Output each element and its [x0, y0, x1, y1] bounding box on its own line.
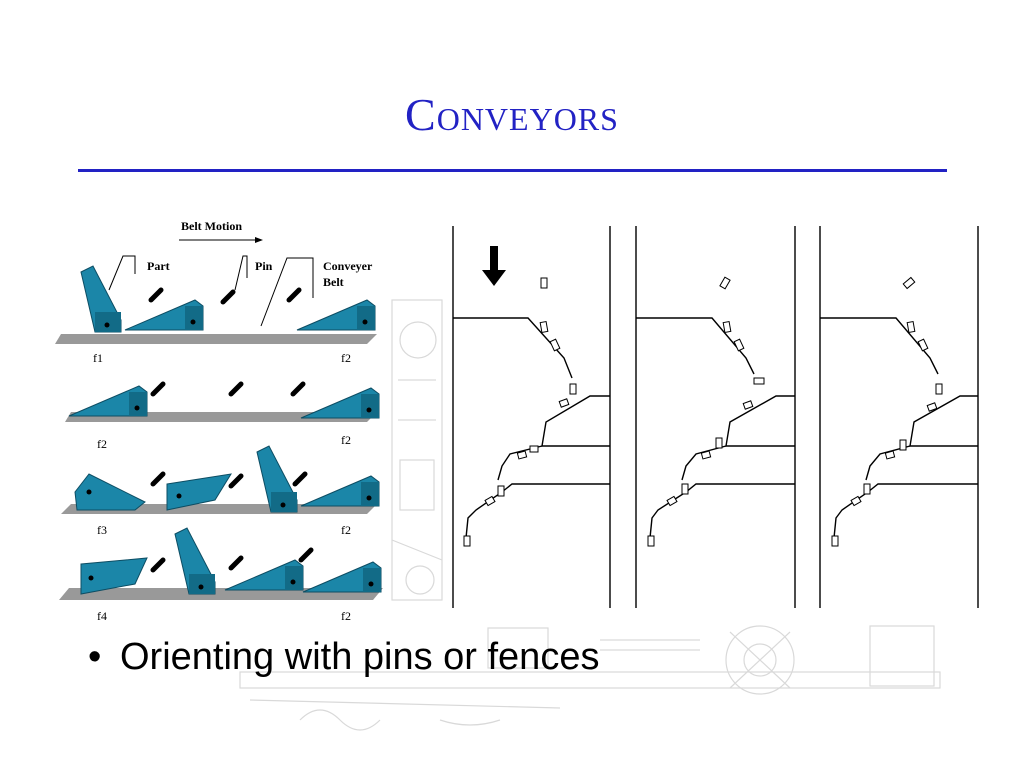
conveyor-pin-diagram: Belt Motion Part Pin Conveyer Belt f1 f2… [55, 219, 383, 623]
part-upright [256, 445, 298, 513]
pin [153, 474, 163, 484]
down-arrow-icon [482, 246, 506, 286]
panel-1-parts [463, 277, 577, 547]
row2-left-label: f2 [97, 437, 107, 451]
row1-right-label: f2 [341, 351, 351, 365]
slide-title: Conveyors [405, 89, 619, 140]
panel-2-parts [647, 276, 765, 547]
row3-right-label: f2 [341, 523, 351, 537]
part-label: Part [147, 259, 170, 273]
pin [231, 558, 241, 568]
fence-orientation-diagram [452, 226, 979, 608]
pin [295, 474, 305, 484]
pin [231, 384, 241, 394]
part-upright [174, 527, 216, 595]
pin [289, 290, 299, 300]
part-wedge [300, 387, 380, 419]
part-wedge [296, 299, 376, 331]
row4-left-label: f4 [97, 609, 107, 623]
pin [153, 560, 163, 570]
bullet-item: • Orienting with pins or fences [88, 636, 599, 679]
row1-left-label: f1 [93, 351, 103, 365]
belt-motion-label: Belt Motion [181, 219, 242, 233]
part-wedge [300, 475, 380, 507]
row3-left-label: f3 [97, 523, 107, 537]
pin [301, 550, 311, 560]
conveyer-label: Conveyer [323, 259, 373, 273]
fence-panel-3 [820, 317, 978, 539]
belt-label: Belt [323, 275, 344, 289]
bullet-dot: • [88, 636, 102, 678]
part-wedge [302, 561, 382, 593]
title-divider [78, 169, 947, 172]
pin [151, 290, 161, 300]
pin-label: Pin [255, 259, 273, 273]
pin [231, 476, 241, 486]
part-wedge [124, 299, 204, 331]
part-wedge [68, 385, 148, 417]
pin [223, 292, 233, 302]
pin [293, 384, 303, 394]
panel-3-parts [831, 276, 943, 547]
fence-panel-2 [636, 317, 795, 539]
row2-right-label: f2 [341, 433, 351, 447]
fence-panel-1 [453, 317, 610, 539]
bullet-text: Orienting with pins or fences [120, 636, 600, 678]
pin [153, 384, 163, 394]
row4-right-label: f2 [341, 609, 351, 623]
